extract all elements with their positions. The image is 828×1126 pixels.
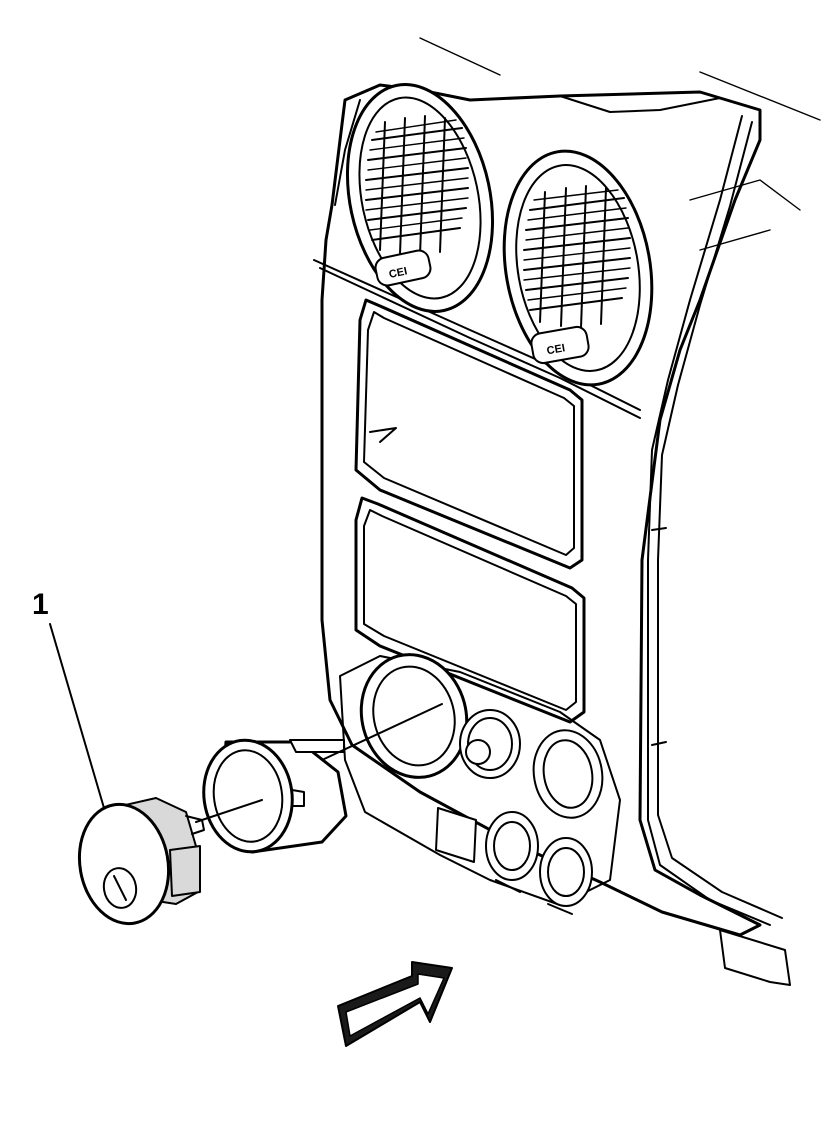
callout-1-label: 1 [32, 588, 49, 621]
bezel-ring [202, 738, 348, 854]
callout-1-leader [49, 623, 105, 809]
view-direction-arrow [337, 961, 453, 1047]
left-vent-label: CEI [388, 265, 408, 281]
upper-radio-opening [354, 298, 584, 570]
component-1-switch [77, 797, 205, 926]
callout-leader-lines [49, 623, 443, 823]
right-air-vent: CEI [502, 149, 654, 387]
lower-radio-opening [354, 496, 667, 746]
left-air-vent: CEI [345, 83, 495, 313]
right-vent-label: CEI [546, 342, 566, 357]
